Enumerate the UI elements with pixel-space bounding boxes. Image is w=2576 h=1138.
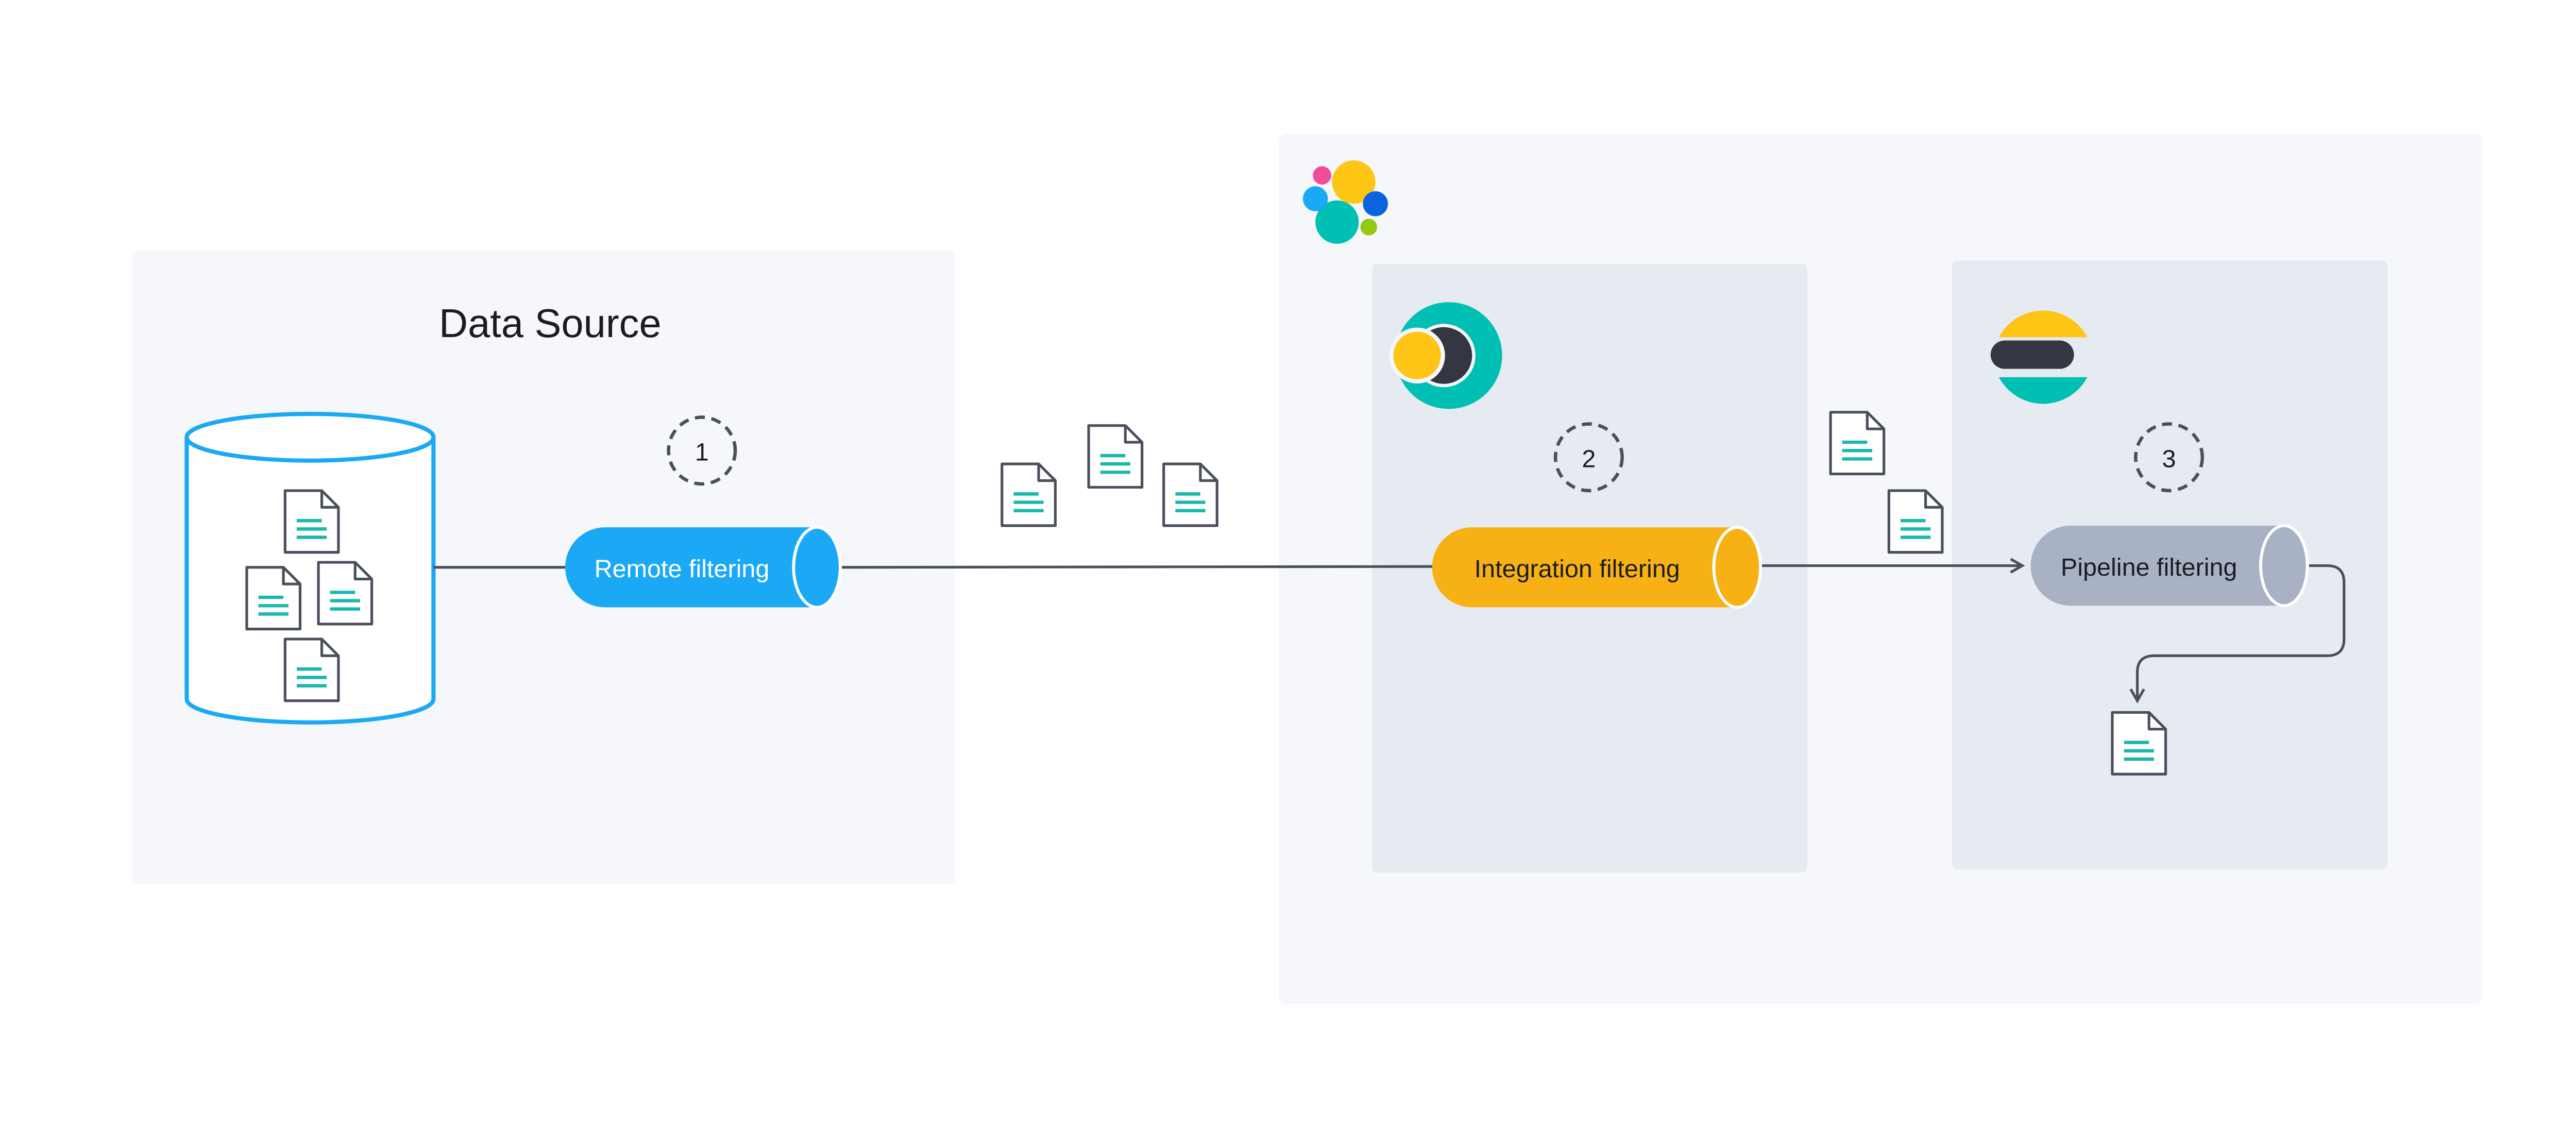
stage-3-badge: 3 <box>2134 422 2204 493</box>
stage-2-number: 2 <box>1582 445 1596 473</box>
integration-filtering-pipe: Integration filtering <box>1432 526 1762 609</box>
document-icon <box>1164 464 1217 526</box>
flow-connector-remote-integration <box>842 565 1434 569</box>
document-icon <box>1089 426 1142 488</box>
document-icon <box>285 491 338 553</box>
remote-filtering-label: Remote filtering <box>595 555 770 583</box>
stage-3-number: 3 <box>2162 445 2176 473</box>
elasticsearch-logo-icon <box>1990 310 2088 404</box>
document-icon <box>2112 712 2166 774</box>
elastic-agent-logo-icon <box>1389 302 1502 409</box>
pipeline-filtering-label: Pipeline filtering <box>2061 554 2238 581</box>
document-icon <box>318 562 372 624</box>
document-icon <box>247 567 300 629</box>
stage-2-badge: 2 <box>1553 422 1624 493</box>
remote-filtering-pipe: Remote filtering <box>565 526 842 609</box>
data-source-title: Data Source <box>439 302 662 346</box>
document-icon <box>1002 464 1056 526</box>
stage-1-badge: 1 <box>667 415 737 486</box>
integration-filtering-label: Integration filtering <box>1475 555 1680 583</box>
document-icon <box>1889 491 1942 553</box>
elastic-cluster-logo-icon <box>1302 160 1388 244</box>
document-icon <box>1831 412 1884 474</box>
flow-connector-pipeline-output <box>2129 564 2346 704</box>
stage-1-number: 1 <box>695 439 709 466</box>
database-icon <box>184 412 436 725</box>
pipeline-filtering-pipe: Pipeline filtering <box>2030 524 2309 608</box>
document-icon <box>285 639 338 701</box>
